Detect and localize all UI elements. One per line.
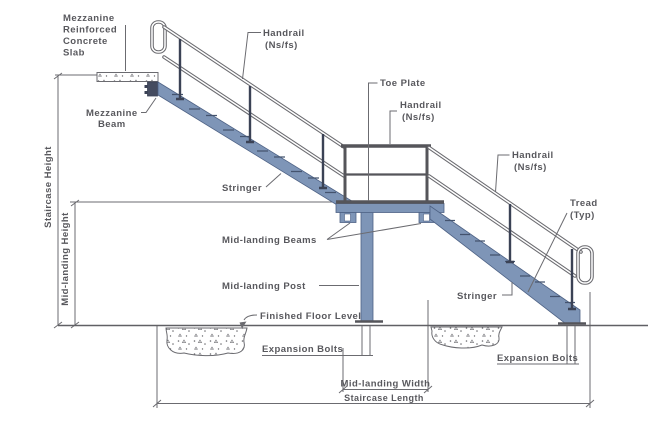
mezzanine-structure xyxy=(96,72,159,97)
mid-landing-beams-label: Mid-landing Beams xyxy=(222,235,317,246)
toe-plate-leader xyxy=(368,82,378,201)
tread-label-2: (Typ) xyxy=(570,210,595,221)
handrail-mid-label-1: Handrail xyxy=(400,100,442,111)
mid-landing-guardrail xyxy=(341,144,431,202)
dimension-lines xyxy=(53,72,595,408)
handrail-lower-posts xyxy=(508,204,574,309)
mezzanine-slab-speckle xyxy=(97,72,158,82)
lower-flight-handrail xyxy=(427,145,594,311)
stringer-lower-label: Stringer xyxy=(457,291,497,302)
handrail-lower-leader xyxy=(495,154,510,193)
handrail-upper-top-rail-inner xyxy=(163,26,345,148)
toe-plate-label: Toe Plate xyxy=(380,78,426,89)
beam-bolt-2 xyxy=(144,91,148,94)
mid-landing-post-shape xyxy=(360,203,374,322)
mezzanine-beam-label-2: Beam xyxy=(98,119,126,130)
finished-floor-leader xyxy=(243,314,258,321)
mid-landing-height-dimension-label: Mid-landing Height xyxy=(60,212,71,306)
lower-flight-stringer xyxy=(361,205,586,364)
handrail-upper-end-loop-inner xyxy=(151,21,166,53)
handrail-lower-label-2: (Ns/fs) xyxy=(514,162,547,173)
tread-label-1: Tread xyxy=(570,198,598,209)
upper-flight-handrail xyxy=(150,20,346,190)
mezzanine-slab-label-4: Slab xyxy=(63,48,85,59)
expansion-bolts-left-shape xyxy=(361,326,371,355)
finished-floor-arrowhead xyxy=(239,321,247,329)
tread-marks-upper xyxy=(172,93,336,194)
handrail-lower-end-loop-inner xyxy=(577,246,593,284)
expansion-bolts-left-label: Expansion Bolts xyxy=(262,344,343,355)
expansion-bolts-right-label: Expansion Bolts xyxy=(497,353,578,364)
mezzanine-slab-label-1: Mezzanine xyxy=(63,13,115,24)
mid-landing-width-dimension-label: Mid-landing Width xyxy=(341,379,431,390)
handrail-upper-post-feet xyxy=(176,97,327,190)
stringer-upper-leader xyxy=(265,173,282,188)
staircase-height-dimension-label: Staircase Height xyxy=(43,146,54,228)
upper-flight-stringer xyxy=(157,81,356,217)
handrail-mid-leader xyxy=(389,110,397,144)
finished-floor-level-label: Finished Floor Level xyxy=(260,311,361,322)
concrete-patch-right-speckle xyxy=(431,327,502,349)
mezzanine-beam-shape xyxy=(147,81,158,97)
mezzanine-slab-label-3: Concrete xyxy=(63,36,108,47)
handrail-upper-label-1: Handrail xyxy=(263,28,305,39)
stringer-upper-label: Stringer xyxy=(222,183,262,194)
beam-left-web xyxy=(344,213,351,222)
handrail-upper-posts xyxy=(178,39,325,188)
concrete-patch-left-speckle xyxy=(166,328,247,356)
mezzanine-slab-label-2: Reinforced xyxy=(63,25,117,36)
leader-lines xyxy=(125,25,579,365)
handrail-lower-top-rail-inner xyxy=(428,146,582,253)
handrail-lower-label-1: Handrail xyxy=(512,150,554,161)
labels: Mezzanine Reinforced Concrete Slab Mezza… xyxy=(43,13,598,403)
concrete-hatching xyxy=(165,326,503,357)
mezzanine-beam-label-1: Mezzanine xyxy=(86,108,138,119)
tread-leader xyxy=(527,212,568,293)
handrail-lower-post-feet xyxy=(506,260,576,311)
landing-posts xyxy=(343,146,429,202)
mid-landing-beams-leaders xyxy=(326,222,422,240)
stringer-upper-shape xyxy=(157,81,356,217)
handrail-mid-label-2: (Ns/fs) xyxy=(402,112,435,123)
expansion-bolts-right-shape xyxy=(566,326,576,364)
handrail-upper-knee-rail-inner xyxy=(163,56,345,177)
mid-landing-post-label: Mid-landing Post xyxy=(222,281,306,292)
beam-bolt-1 xyxy=(144,85,148,88)
mezzanine-beam-leader xyxy=(141,97,157,113)
stringer-lower-leader xyxy=(502,282,513,296)
handrail-upper-leader xyxy=(242,32,261,80)
handrail-lower-knee-rail-inner xyxy=(428,175,576,277)
beam-right-web xyxy=(423,213,430,222)
staircase-length-dimension-label: Staircase Length xyxy=(344,393,424,403)
handrail-upper-label-2: (Ns/fs) xyxy=(265,40,298,51)
landing-deck xyxy=(335,203,445,213)
